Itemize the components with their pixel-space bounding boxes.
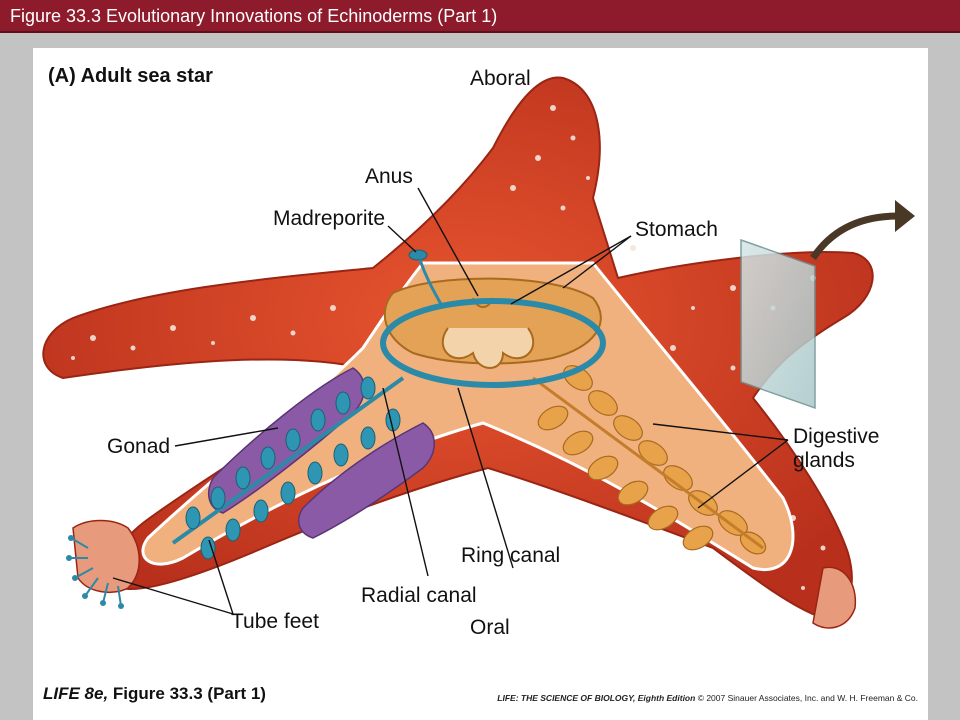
radial-canal [171, 376, 405, 545]
label-ring-canal: Ring canal [461, 544, 561, 567]
gonad-lower [297, 422, 435, 539]
lift-arrow [810, 212, 899, 260]
footer-copyright: LIFE: THE SCIENCE OF BIOLOGY, Eighth Edi… [497, 693, 918, 703]
footer-publisher: © 2007 Sinauer Associates, Inc. and W. H… [697, 693, 918, 703]
slide-title: Figure 33.3 Evolutionary Innovations of … [10, 6, 498, 26]
tube-feet-tip-ends [66, 535, 124, 609]
panel-title: (A) Adult sea star [48, 65, 213, 88]
label-anus: Anus [365, 165, 413, 188]
stomach-lobes [441, 327, 535, 369]
footer-book: LIFE 8e, [43, 684, 109, 703]
label-digestive-2: glands [793, 449, 855, 472]
tube-feet-tip [69, 537, 122, 607]
arm-tip-right [812, 566, 857, 629]
label-tube-feet: Tube feet [231, 610, 319, 633]
digestive-glands [537, 365, 767, 555]
label-radial-canal: Radial canal [361, 584, 477, 607]
cut-plane [740, 238, 816, 410]
label-oral: Oral [470, 616, 510, 639]
panel-letter: (A) [48, 65, 76, 87]
figure-panel: (A) Adult sea star Aboral Anus Madrepori… [33, 48, 928, 720]
label-digestive-1: Digestive [793, 425, 880, 448]
title-bar: Figure 33.3 Evolutionary Innovations of … [0, 0, 960, 33]
ring-canal [380, 298, 606, 388]
panel-name: Adult sea star [80, 65, 213, 87]
leader-lines [112, 187, 789, 615]
digestive-duct [532, 376, 764, 550]
footer-figure: Figure 33.3 (Part 1) [112, 684, 266, 703]
label-stomach: Stomach [635, 218, 718, 241]
sea-star-illustration [42, 76, 915, 629]
label-gonad: Gonad [107, 435, 171, 458]
stone-canal [418, 259, 445, 309]
lift-arrow-head [895, 200, 915, 232]
madreporite [408, 249, 428, 261]
label-aboral: Aboral [470, 67, 531, 90]
arm-tip-left [72, 519, 140, 594]
footer-book-title: LIFE: THE SCIENCE OF BIOLOGY, Eighth Edi… [497, 693, 696, 703]
label-madreporite: Madreporite [273, 207, 386, 230]
tube-feet [185, 376, 401, 560]
footer-citation: LIFE 8e, Figure 33.3 (Part 1) [43, 684, 266, 704]
